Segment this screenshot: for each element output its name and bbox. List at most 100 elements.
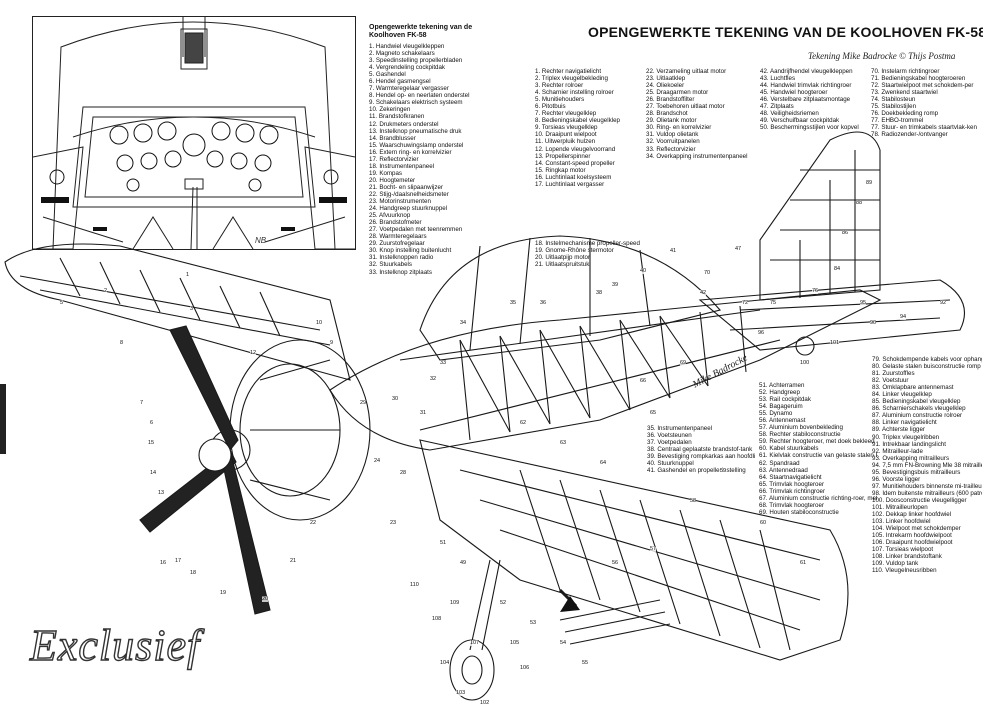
legend-item: 39. Bevestiging rompkarkas aan hoofdligg… [647, 453, 755, 461]
legend-item: 80. Gelaste stalen buisconstructie romp [872, 363, 981, 371]
legend-item: 93. Overkapping mitrailleurs [872, 454, 950, 462]
legend-item: 7. Rechter vleugelklep [535, 110, 597, 118]
legend-item: 33. Instelknop zitplaats [369, 268, 432, 276]
legend-item: 34. Overkapping instrumentenpaneel [646, 152, 748, 160]
legend-item: 45. Handwiel hoogteroer [760, 89, 828, 97]
legend-item: 44. Handwiel trimvlak richtingroer [760, 82, 852, 90]
legend-item: 13. Propellerspinner [535, 152, 591, 160]
legend-item: 11. Brandstofkranen [369, 113, 425, 121]
legend-item: 98. Idem buitenste mitrailleurs (600 pat… [872, 489, 982, 497]
legend-item: 72. Staartwielpoot met schokdem-per [871, 82, 974, 90]
legend-item: 76. Doekbekleding romp [871, 110, 939, 118]
legend-item: 14. Constant-speed propeller [535, 159, 615, 167]
legend-item: 4. Scharnier instelling rolroer [535, 89, 614, 97]
legend-item: 22. Stijg-/daalsnelheidsmeter [369, 190, 449, 198]
legend-item: 7. Warmteregelaar vergasser [369, 85, 449, 93]
legend-item: 94. 7,5 mm FN-Browning Mle 38 mitrailleu… [872, 461, 982, 469]
legend-item: 64. Staartnavigatielicht [759, 473, 822, 481]
legend-item: 35. Instrumentenpaneel [647, 425, 713, 432]
legend-item: 29. Olietank motor [646, 117, 697, 125]
legend-item: 86. Scharnierschakels vleugelklep [872, 405, 966, 413]
legend-item: 61. Kielvlak constructie van gelaste sta… [759, 452, 877, 460]
legend-item: 27. Voetpedalen met teenremmen [369, 226, 463, 234]
legend-item: 24. Handgreep stuurknuppel [369, 205, 448, 213]
legend-item: 16. Extern ring- en korrelvizier [369, 148, 452, 156]
legend-item: 65. Trimvlak hoogteroer [759, 480, 824, 488]
legend-item: 14. Brandblusser [369, 134, 416, 142]
legend-item: 30. Ring- en korrelvizier [646, 124, 712, 132]
legend-item: 2. Magneto schakelaars [369, 50, 435, 58]
legend-item: 32. Stuurkabels [369, 261, 412, 269]
inset-signature: NB [255, 236, 267, 245]
legend-item: 42. Aandrijfhendel vleugelkleppen [760, 68, 853, 75]
page-title: OPENGEWERKTE TEKENING VAN DE KOOLHOVEN F… [588, 24, 983, 40]
legend-item: 66. Trimvlak richtingroer [759, 487, 826, 495]
legend-item: 36. Voetsteunen [647, 432, 692, 440]
legend-item: 12. Drukmeters onderstel [369, 120, 439, 128]
legend-item: 59. Rechter hoogteroer, met doek bekleed [759, 438, 875, 446]
legend-item: 18. Instrumentenpaneel [369, 162, 435, 170]
legend-item: 23. Uitlaatklep [646, 75, 686, 83]
legend-item: 25. Afvuurknop [369, 212, 411, 220]
legend-item: 9. Schakelaars elektrisch systeem [369, 99, 463, 107]
legend-item: 88. Linker navigatielicht [872, 419, 937, 427]
legend-item: 53. Rail cockpitdak [759, 396, 811, 404]
legend-item: 91. Intrekbaar landingslicht [872, 440, 946, 448]
legend-item: 103. Linker hoofdwiel [872, 518, 931, 526]
legend-item: 70. Instelarm richtingroer [871, 68, 940, 75]
legend-item: 19. Gnome-Rhône stermotor [535, 247, 614, 255]
legend-item: 8. Hendel op- en neerlaten onderstel [369, 92, 470, 100]
legend-item: 74. Stabilosteun [871, 96, 916, 104]
legend-item: 77. EHBO-trommel [871, 117, 924, 125]
legend-item: 28. Brandschot [646, 110, 688, 118]
legend-item: 46. Verstelbare zitplaatsmontage [760, 96, 851, 104]
legend-item: 106. Draaipunt hoofdwielpoot [872, 539, 953, 547]
legend-item: 67. Aluminium constructie richting-roer,… [759, 494, 877, 502]
legend-item: 54. Bagageruim [759, 403, 803, 411]
legend-item: 102. Dekkap linker hoofdwiel [872, 511, 952, 519]
legend-item: 82. Voetstuur [872, 377, 909, 385]
legend-item: 71. Bedieningskabel hoogteroeren [871, 75, 966, 83]
legend-item: 26. Brandstofmeter [369, 219, 422, 227]
legend-item: 1. Handwiel vleugelkleppen [369, 43, 445, 50]
legend-item: 40. Stuurknuppel [647, 460, 694, 468]
legend-item: 90. Triplex vleugelribben [872, 433, 940, 441]
legend-item: 17. Luchtinlaat vergasser [535, 180, 605, 188]
legend-item: 37. Voetpedalen [647, 439, 692, 447]
legend-item: 41. Gashendel en propellerinstelling [647, 467, 746, 475]
legend-item: 79. Schokdempende kabels voor ophanging … [872, 356, 982, 363]
legend-item: 25. Draagarmen motor [646, 89, 709, 97]
page-edge-mark [0, 384, 6, 454]
legend-item: 56. Antennemast [759, 417, 806, 425]
legend-item: 85. Bedieningskabel vleugelklep [872, 398, 961, 406]
legend-item: 4. Vergrendeling cockpitdak [369, 64, 446, 72]
legend-item: 92. Mitrailleur-lade [872, 447, 923, 455]
legend-item: 22. Verzameling uitlaat motor [646, 68, 727, 75]
legend-item: 5. Munitiehouders [535, 96, 585, 104]
legend-item: 3. Rechter rolroer [535, 82, 584, 90]
legend-item: 31. Instelknoppen radio [369, 254, 434, 262]
legend-item: 6. Pitotbuis [535, 103, 566, 111]
drawing-credit: Tekening Mike Badrocke © Thijs Postma [808, 51, 956, 61]
legend-item: 27. Toebehoren uitlaat motor [646, 103, 725, 111]
legend-item: 78. Radiozender-/ontvanger [871, 131, 948, 139]
legend-item: 26. Brandstoffilter [646, 96, 695, 104]
legend-item: 84. Linker vleugelklep [872, 391, 932, 399]
cockpit-legend-title: Opengewerkte tekening van de Koolhoven F… [369, 24, 473, 39]
legend-item: 75. Stabilostijlen [871, 103, 917, 111]
legend-item: 17. Reflectorvizier [369, 155, 419, 163]
legend-item: 87. Aluminium constructie rolroer [872, 412, 963, 420]
legend-item: 10. Draaipunt wielpoot [535, 131, 597, 139]
legend-item: 49. Verschuifbaar cockpitdak [760, 117, 840, 125]
legend-item: 24. Oliekoeler [646, 82, 685, 90]
legend-item: 3. Speedinstelling propellerbladen [369, 57, 463, 65]
legend-item: 107. Torsieas wielpoot [872, 546, 934, 554]
